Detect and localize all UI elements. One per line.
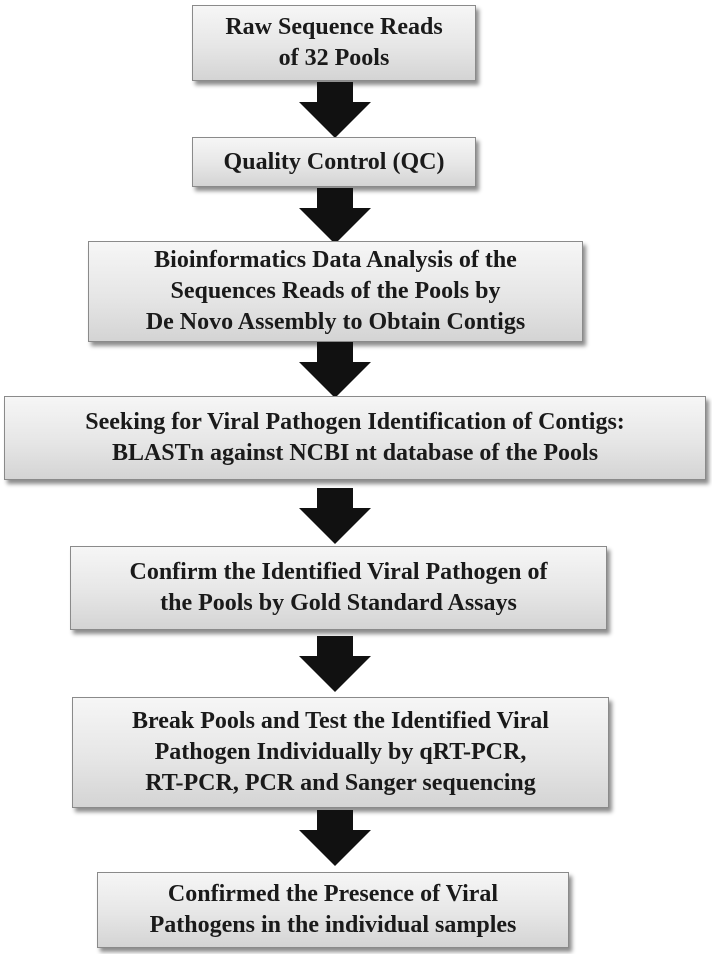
step-label-line: Confirm the Identified Viral Pathogen of: [129, 559, 548, 585]
step-quality-control: Quality Control (QC): [192, 137, 476, 187]
down-arrow-icon: [299, 488, 371, 544]
step-label-line: Raw Sequence Reads: [225, 14, 443, 40]
step-label-line: the Pools by Gold Standard Assays: [160, 590, 517, 616]
down-arrow-icon: [299, 342, 371, 398]
step-label-line: Break Pools and Test the Identified Vira…: [132, 708, 549, 734]
step-raw-sequence-reads: Raw Sequence Reads of 32 Pools: [192, 5, 476, 81]
step-viral-pathogen-identification: Seeking for Viral Pathogen Identificatio…: [4, 396, 706, 480]
step-label-line: Quality Control (QC): [223, 148, 445, 175]
step-label-line: De Novo Assembly to Obtain Contigs: [145, 309, 526, 335]
step-label-line: Bioinformatics Data Analysis of the: [154, 247, 517, 273]
step-label-line: Confirmed the Presence of Viral: [167, 881, 499, 907]
step-label-line: Pathogen Individually by qRT-PCR,: [154, 739, 527, 765]
step-label-line: Pathogens in the individual samples: [149, 912, 517, 938]
step-label-line: of 32 Pools: [278, 45, 390, 71]
step-label-line: RT-PCR, PCR and Sanger sequencing: [145, 770, 536, 796]
step-de-novo-assembly: Bioinformatics Data Analysis of the Sequ…: [88, 241, 583, 342]
step-break-pools-individual-testing: Break Pools and Test the Identified Vira…: [72, 697, 609, 808]
step-gold-standard-confirmation: Confirm the Identified Viral Pathogen of…: [70, 546, 607, 630]
down-arrow-icon: [299, 82, 371, 138]
step-label-line: Seeking for Viral Pathogen Identificatio…: [85, 409, 625, 435]
step-confirmed-presence: Confirmed the Presence of Viral Pathogen…: [97, 872, 569, 948]
down-arrow-icon: [299, 636, 371, 692]
step-label-line: Sequences Reads of the Pools by: [170, 278, 501, 304]
down-arrow-icon: [299, 810, 371, 866]
down-arrow-icon: [299, 188, 371, 244]
step-label-line: BLASTn against NCBI nt database of the P…: [111, 440, 599, 466]
